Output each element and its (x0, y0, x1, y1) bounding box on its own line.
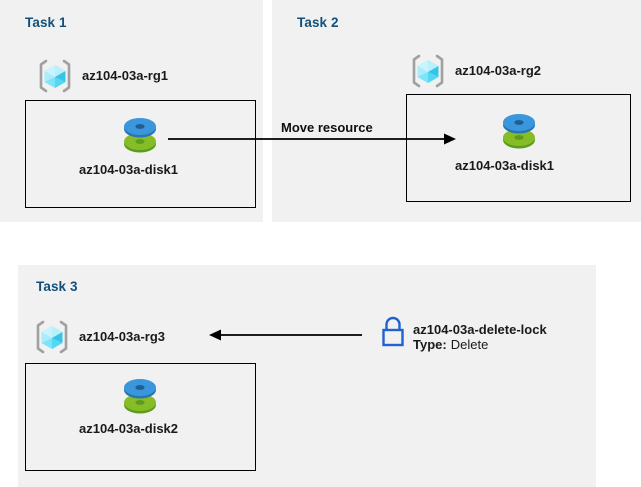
resource-group-cube-icon (409, 52, 447, 90)
task1-resource-group-label: az104-03a-rg1 (82, 68, 168, 83)
task2-resource-group-label: az104-03a-rg2 (455, 63, 541, 78)
task2-resource-box (406, 94, 631, 202)
task1-heading: Task 1 (25, 15, 67, 30)
move-resource-label: Move resource (281, 120, 373, 135)
delete-lock-type-value: Delete (450, 337, 489, 352)
delete-lock-label-block: az104-03a-delete-lock Type:Delete (413, 322, 547, 352)
panel-task2 (272, 0, 641, 222)
panel-task3 (18, 265, 596, 487)
delete-lock-type-line: Type:Delete (413, 337, 547, 352)
resource-group-cube-icon (33, 318, 71, 356)
task3-resource-box (25, 363, 256, 471)
task1-resource-box (25, 100, 256, 208)
resource-group-cube-icon (36, 57, 74, 95)
lock-icon (378, 313, 408, 351)
task3-resource-group-label: az104-03a-rg3 (79, 329, 165, 344)
managed-disk-icon (118, 375, 162, 417)
task1-resource-label: az104-03a-disk1 (79, 162, 179, 177)
task3-resource-label: az104-03a-disk2 (79, 421, 179, 436)
managed-disk-icon (497, 110, 541, 152)
panel-task1 (0, 0, 263, 222)
delete-lock-name: az104-03a-delete-lock (413, 322, 547, 337)
managed-disk-icon (118, 114, 162, 156)
delete-lock-type-key: Type: (413, 337, 447, 352)
task2-heading: Task 2 (297, 15, 339, 30)
task3-heading: Task 3 (36, 279, 78, 294)
task2-resource-label: az104-03a-disk1 (455, 158, 555, 173)
